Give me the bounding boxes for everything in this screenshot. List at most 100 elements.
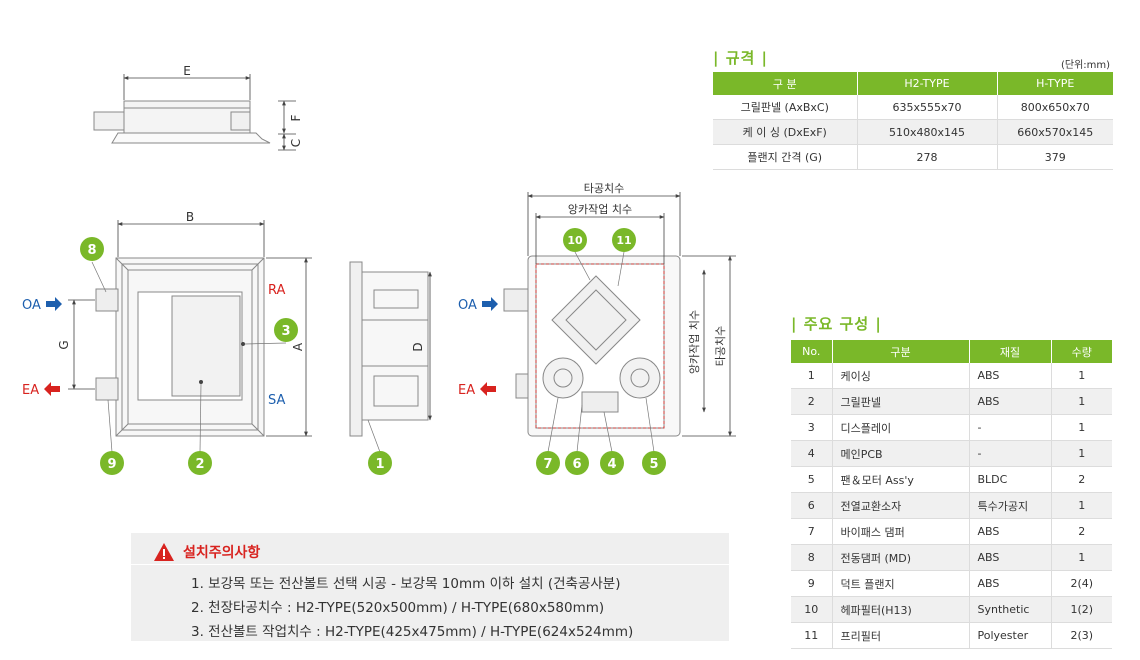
marker-11: 11 (612, 228, 636, 252)
parts-cell-name: 프리필터 (831, 622, 969, 649)
spec-unit: (단위:mm) (1061, 60, 1111, 71)
spec-row: 케 이 싱 (DxExF) 510x480x145 660x570x145 (713, 119, 1113, 145)
port-label-ea-internal: EA (458, 383, 475, 398)
parts-cell-name: 덕트 플랜지 (831, 570, 969, 597)
grill-center-point (199, 380, 203, 384)
product-diagram: E F C B A G OA EA RA SA (22, 64, 736, 475)
caution-divider (131, 564, 729, 565)
parts-cell-material: ABS (968, 570, 1051, 597)
installation-caution-box: 설치주의사항 1. 보강목 또는 전산볼트 선택 시공 - 보강목 10mm 이… (131, 533, 729, 641)
spec-cell: 510x480x145 (856, 119, 997, 145)
svg-text:7: 7 (543, 457, 552, 472)
parts-cell-no: 9 (791, 570, 832, 597)
parts-cell-material: Synthetic (968, 596, 1051, 623)
svg-text:9: 9 (107, 457, 116, 472)
side-view-drawing (93, 100, 271, 144)
anchor-dimension-label-vertical: 앙카작업 치수 (688, 310, 701, 374)
parts-cell-material: ABS (968, 544, 1051, 571)
svg-text:3: 3 (281, 324, 290, 339)
parts-cell-name: 그릴판넬 (831, 388, 969, 415)
parts-row: 2 그릴판넬 ABS 1 (791, 388, 1112, 415)
front-view-drawing (95, 257, 265, 437)
parts-row: 6 전열교환소자 특수가공지 1 (791, 492, 1112, 519)
parts-title: | 주요 구성 | (791, 315, 882, 333)
parts-cell-qty: 2 (1050, 466, 1112, 493)
parts-cell-no: 11 (791, 622, 832, 649)
caution-item: 3. 전산볼트 작업치수 : H2-TYPE(425x475mm) / H-TY… (191, 624, 634, 640)
hole-dimension-label: 타공치수 (584, 182, 624, 195)
caution-header: 설치주의사항 (153, 541, 260, 563)
svg-text:11: 11 (616, 234, 631, 247)
marker-8: 8 (80, 237, 104, 261)
dim-label-g: G (57, 340, 71, 349)
display-point (241, 342, 245, 346)
spec-header-cell: H-TYPE (996, 72, 1113, 95)
marker-1: 1 (368, 451, 392, 475)
parts-cell-qty: 2(3) (1050, 622, 1112, 649)
parts-cell-material: BLDC (968, 466, 1051, 493)
internal-view-drawing (503, 255, 681, 437)
spec-cell: 278 (856, 144, 997, 170)
dim-label-a: A (291, 342, 305, 351)
spec-cell: 케 이 싱 (DxExF) (713, 119, 857, 145)
parts-row: 10 헤파필터(H13) Synthetic 1(2) (791, 596, 1112, 623)
dim-label-b: B (186, 210, 194, 224)
parts-cell-qty: 1 (1050, 363, 1112, 389)
dim-label-e: E (183, 64, 191, 78)
parts-cell-name: 메인PCB (831, 440, 969, 467)
parts-row: 1 케이싱 ABS 1 (791, 363, 1112, 389)
parts-row: 11 프리필터 Polyester 2(3) (791, 622, 1112, 649)
parts-row: 7 바이패스 댐퍼 ABS 2 (791, 518, 1112, 545)
parts-header-cell: 구분 (831, 340, 969, 363)
parts-cell-qty: 1 (1050, 388, 1112, 415)
parts-cell-name: 디스플레이 (831, 414, 969, 441)
spec-row: 플랜지 간격 (G) 278 379 (713, 144, 1113, 170)
parts-cell-no: 8 (791, 544, 832, 571)
hole-dimension-label-vertical: 타공치수 (714, 326, 727, 366)
marker-10: 10 (563, 228, 587, 252)
parts-cell-qty: 2(4) (1050, 570, 1112, 597)
port-label-oa-front: OA (22, 298, 41, 313)
section-view-drawing (349, 261, 429, 437)
parts-cell-material: ABS (968, 518, 1051, 545)
parts-cell-name: 전열교환소자 (831, 492, 969, 519)
parts-cell-name: 전동댐퍼 (MD) (831, 544, 969, 571)
caution-item: 2. 천장타공치수 : H2-TYPE(520x500mm) / H-TYPE(… (191, 600, 605, 616)
arrow-left-icon (44, 382, 60, 396)
svg-text:10: 10 (567, 234, 583, 247)
parts-cell-qty: 1 (1050, 414, 1112, 441)
parts-table: No. 구분 재질 수량 1 케이싱 ABS 1 2 그릴판넬 ABS 1 3 … (791, 340, 1112, 649)
parts-row: 8 전동댐퍼 (MD) ABS 1 (791, 544, 1112, 571)
parts-cell-material: ABS (968, 388, 1051, 415)
parts-cell-material: - (968, 440, 1051, 467)
spec-cell: 660x570x145 (996, 119, 1113, 145)
parts-cell-qty: 2 (1050, 518, 1112, 545)
parts-header-cell: 재질 (968, 340, 1051, 363)
svg-text:6: 6 (572, 457, 581, 472)
parts-cell-qty: 1(2) (1050, 596, 1112, 623)
svg-text:4: 4 (607, 457, 616, 472)
marker-7: 7 (536, 451, 560, 475)
parts-row: 4 메인PCB - 1 (791, 440, 1112, 467)
parts-cell-name: 바이패스 댐퍼 (831, 518, 969, 545)
spec-row: 그릴판넬 (AxBxC) 635x555x70 800x650x70 (713, 95, 1113, 120)
marker-6: 6 (565, 451, 589, 475)
spec-cell: 800x650x70 (996, 95, 1113, 120)
dimension-lines-front (68, 220, 312, 437)
svg-text:5: 5 (649, 457, 658, 472)
port-label-oa-internal: OA (458, 298, 477, 313)
svg-text:8: 8 (87, 243, 96, 258)
marker-9: 9 (100, 451, 124, 475)
svg-text:1: 1 (375, 457, 384, 472)
spec-table: 구 분 H2-TYPE H-TYPE 그릴판넬 (AxBxC) 635x555x… (713, 72, 1113, 170)
parts-row: 3 디스플레이 - 1 (791, 414, 1112, 441)
spec-header-cell: 구 분 (713, 72, 857, 95)
parts-header-cell: 수량 (1050, 340, 1112, 363)
parts-cell-no: 2 (791, 388, 832, 415)
parts-cell-material: Polyester (968, 622, 1051, 649)
caution-item: 1. 보강목 또는 전산볼트 선택 시공 - 보강목 10mm 이하 설치 (건… (191, 576, 621, 592)
spec-cell: 플랜지 간격 (G) (713, 144, 857, 170)
anchor-outline (535, 263, 665, 429)
port-label-ra: RA (268, 283, 286, 298)
arrow-left-icon (480, 382, 496, 396)
